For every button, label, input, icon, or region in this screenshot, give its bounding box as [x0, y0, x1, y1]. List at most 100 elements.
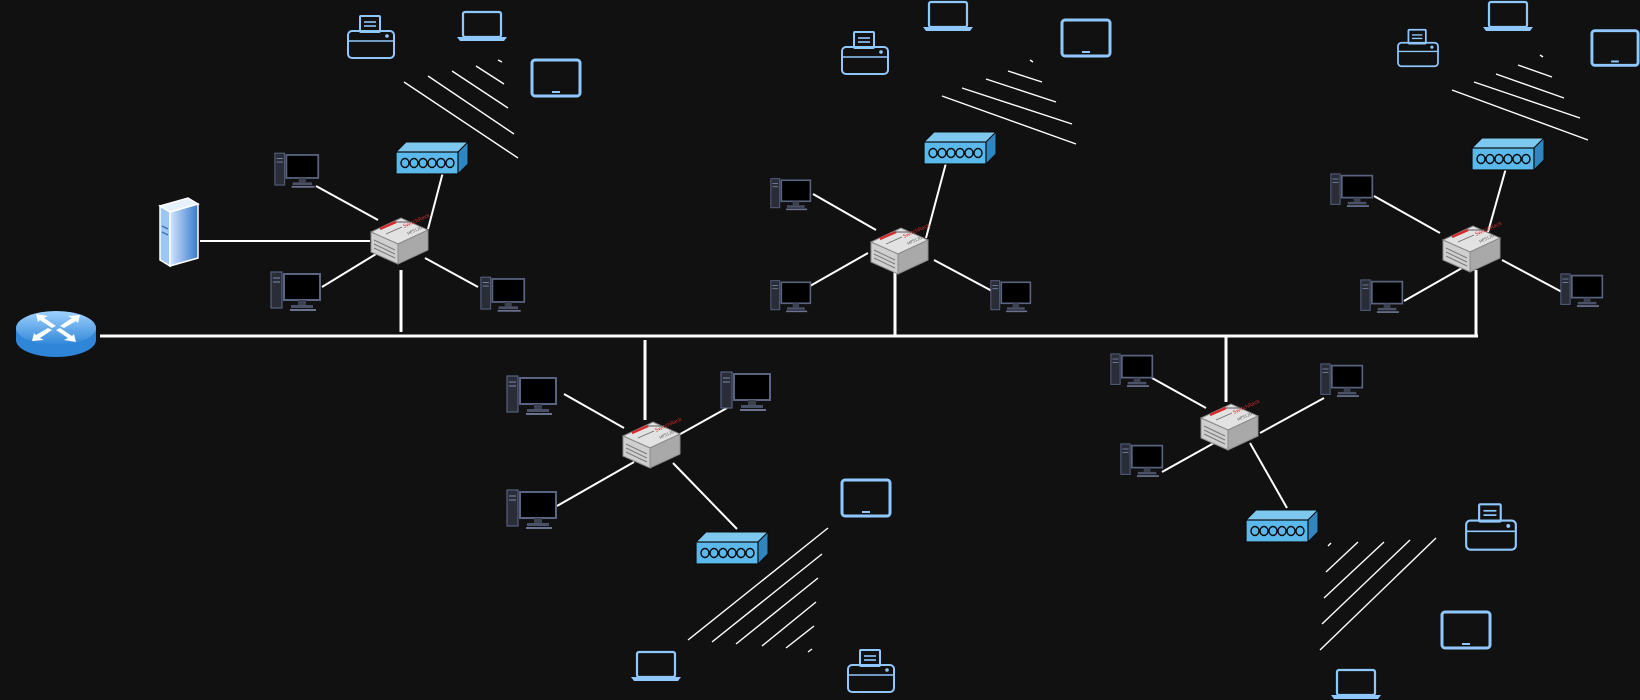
wireless-line: [711, 553, 823, 643]
wireless-line: [1327, 542, 1332, 547]
wireless-line: [451, 70, 509, 109]
desktop-computer-icon[interactable]: [770, 279, 812, 314]
wireless-line: [1517, 64, 1553, 78]
router-icon[interactable]: [16, 311, 96, 357]
switch-model-label: HP5120: [658, 429, 675, 440]
switch-2[interactable]: SwitchRack HP5120: [869, 223, 931, 276]
desktop-computer-icon[interactable]: [1120, 442, 1164, 478]
wireless-access-point-icon[interactable]: [1471, 137, 1545, 171]
link: [1501, 259, 1563, 293]
wireless-line: [1539, 54, 1544, 58]
printer-icon[interactable]: [847, 649, 895, 693]
wireless-access-point-icon[interactable]: [1245, 509, 1319, 543]
link: [556, 461, 635, 507]
network-links: [100, 162, 1563, 530]
switch-3[interactable]: SwitchRack HP5120: [1441, 221, 1503, 274]
link: [1259, 397, 1325, 434]
wireless-line: [475, 65, 505, 85]
wireless-line: [985, 78, 1057, 103]
link: [1249, 442, 1288, 509]
desktop-computer-icon[interactable]: [1110, 352, 1154, 388]
desktop-computer-icon[interactable]: [270, 271, 321, 312]
printer-icon[interactable]: [1465, 503, 1517, 551]
link: [925, 162, 947, 239]
laptop-icon[interactable]: [630, 650, 682, 682]
printer-icon[interactable]: [347, 15, 395, 59]
desktop-computer-icon[interactable]: [506, 489, 557, 530]
wireless-signal-group-3: [1451, 54, 1589, 141]
desktop-computer-icon[interactable]: [990, 279, 1032, 314]
wireless-line: [961, 87, 1073, 125]
wireless-line: [1325, 541, 1359, 573]
desktop-computer-icon[interactable]: [1320, 362, 1364, 398]
laptop-icon[interactable]: [456, 10, 508, 42]
switch-4[interactable]: SwitchRack HP5120: [621, 417, 683, 470]
wireless-line: [735, 577, 819, 645]
wireless-access-point-icon[interactable]: [923, 131, 997, 165]
wireless-line: [1029, 59, 1034, 63]
wireless-line: [1495, 73, 1565, 99]
wireless-line: [1451, 89, 1589, 141]
tablet-icon[interactable]: [530, 58, 582, 98]
wireless-access-point-icon[interactable]: [395, 141, 469, 175]
link: [321, 253, 377, 288]
desktop-computer-icon[interactable]: [506, 375, 557, 416]
wireless-line: [807, 648, 813, 653]
printer-icon[interactable]: [1397, 28, 1439, 68]
link: [1161, 442, 1215, 473]
link: [809, 252, 869, 287]
printer-icon[interactable]: [841, 31, 889, 75]
tablet-icon[interactable]: [1590, 29, 1640, 67]
wireless-line: [785, 625, 815, 649]
link: [1403, 267, 1463, 302]
link: [1151, 377, 1207, 409]
link: [674, 407, 728, 438]
desktop-computer-icon[interactable]: [1330, 172, 1374, 208]
desktop-computer-icon[interactable]: [480, 276, 526, 313]
wireless-access-point-icon[interactable]: [695, 531, 769, 565]
link: [424, 257, 479, 288]
switch-5[interactable]: SwitchRack HP5120: [1199, 399, 1261, 452]
wireless-signal-group-5: [1319, 537, 1437, 651]
link: [672, 462, 738, 530]
desktop-computer-icon[interactable]: [1560, 272, 1604, 308]
laptop-icon[interactable]: [1330, 668, 1382, 700]
switch-model-label: HP5120: [1236, 411, 1253, 422]
wireless-line: [1321, 539, 1411, 625]
link: [1487, 167, 1507, 233]
desktop-computer-icon[interactable]: [274, 152, 320, 189]
server-icon[interactable]: [159, 197, 199, 267]
link: [1373, 195, 1441, 234]
wireless-line: [1007, 70, 1043, 83]
wireless-signal-group-1: [403, 59, 519, 159]
wireless-line: [403, 81, 519, 159]
wireless-line: [1323, 541, 1385, 599]
wireless-line: [1319, 537, 1437, 651]
tablet-icon[interactable]: [1060, 18, 1112, 58]
wireless-line: [1473, 81, 1581, 119]
wireless-line: [497, 59, 503, 63]
desktop-computer-icon[interactable]: [1360, 278, 1404, 314]
tablet-icon[interactable]: [1440, 610, 1492, 650]
wireless-line: [761, 601, 817, 647]
laptop-icon[interactable]: [922, 0, 974, 32]
wireless-line: [427, 75, 515, 135]
link: [427, 171, 444, 230]
wireless-signal-group-2: [941, 59, 1077, 145]
switch-1[interactable]: SwitchRack HP5120: [369, 213, 431, 266]
desktop-computer-icon[interactable]: [720, 371, 771, 412]
switch-model-label: HP5120: [406, 225, 423, 236]
link: [933, 259, 993, 292]
switch-model-label: HP5120: [906, 235, 923, 246]
desktop-computer-icon[interactable]: [770, 177, 812, 212]
link: [563, 393, 625, 429]
link: [315, 185, 379, 221]
link: [812, 193, 877, 231]
wireless-line: [687, 527, 829, 641]
switch-model-label: HP5120: [1478, 233, 1495, 244]
laptop-icon[interactable]: [1482, 0, 1534, 32]
wireless-line: [941, 95, 1077, 145]
wireless-signal-group-4: [687, 527, 829, 653]
tablet-icon[interactable]: [840, 478, 892, 518]
